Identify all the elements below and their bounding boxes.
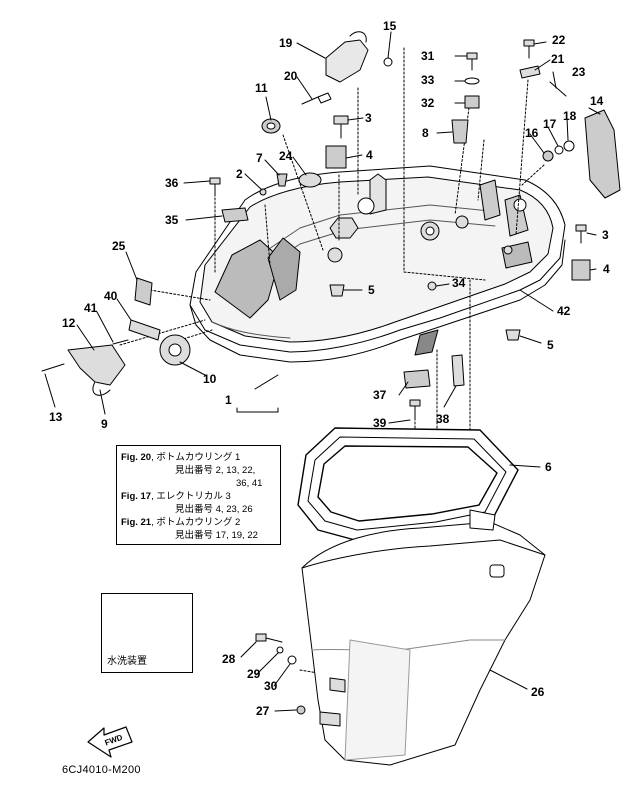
callout-6: 6 <box>545 460 552 474</box>
callout-25: 25 <box>112 239 126 253</box>
callout-23: 23 <box>572 65 586 79</box>
figure-ref-link[interactable]: Fig. 17 <box>121 491 152 502</box>
callout-28: 28 <box>222 652 236 666</box>
callout-3: 3 <box>365 111 372 125</box>
callout-8: 8 <box>422 126 429 140</box>
apron-part <box>301 509 546 766</box>
callout-21: 21 <box>551 52 565 66</box>
figure-ref-link[interactable]: Fig. 20 <box>121 452 152 463</box>
callout-38: 38 <box>436 412 450 426</box>
callout-37: 37 <box>373 388 387 402</box>
callout-33: 33 <box>421 73 435 87</box>
callout-26: 26 <box>531 685 545 699</box>
seal-ring-part <box>297 427 519 541</box>
note-line-6: Fig. 21, ボトムカウリング 2 <box>121 517 241 528</box>
callout-19: 19 <box>279 36 293 50</box>
note-line-1: Fig. 20, ボトムカウリング 1 <box>121 452 241 463</box>
flushing-device-inset: 水洗装置 <box>101 593 193 673</box>
callout-2: 2 <box>236 167 243 181</box>
callout-15: 15 <box>383 19 397 33</box>
callout-5: 5 <box>547 338 554 352</box>
note-line-5: 見出番号 4, 23, 26 <box>175 504 253 515</box>
callout-42: 42 <box>557 304 571 318</box>
callout-41: 41 <box>84 301 98 315</box>
callout-36: 36 <box>165 176 179 190</box>
callout-11: 11 <box>255 81 268 95</box>
callout-3: 3 <box>602 228 609 242</box>
callout-13: 13 <box>49 410 63 424</box>
callout-40: 40 <box>104 289 118 303</box>
callout-4: 4 <box>366 148 373 162</box>
document-id: 6CJ4010-M200 <box>62 764 141 776</box>
bottom-cowling-part <box>189 165 566 363</box>
callout-14: 14 <box>590 94 604 108</box>
note-line-7: 見出番号 17, 19, 22 <box>175 530 258 541</box>
callout-34: 34 <box>452 276 466 290</box>
note-line-2: 見出番号 2, 13, 22, <box>175 465 256 476</box>
callout-39: 39 <box>373 416 387 430</box>
hardware-parts <box>41 31 621 715</box>
callout-22: 22 <box>552 33 566 47</box>
callout-17: 17 <box>543 117 557 131</box>
callout-35: 35 <box>165 213 179 227</box>
figure-ref-link[interactable]: Fig. 21 <box>121 517 152 528</box>
callout-7: 7 <box>256 151 263 165</box>
callout-29: 29 <box>247 667 261 681</box>
leader-lines <box>44 31 601 712</box>
callout-20: 20 <box>284 69 298 83</box>
callout-32: 32 <box>421 96 435 110</box>
callout-24: 24 <box>279 149 293 163</box>
note-line-3: 36, 41 <box>236 478 263 489</box>
callout-12: 12 <box>62 316 76 330</box>
callout-10: 10 <box>203 372 217 386</box>
callout-9: 9 <box>101 417 108 431</box>
callout-31: 31 <box>421 49 435 63</box>
note-line-4: Fig. 17, エレクトリカル 3 <box>121 491 231 502</box>
callout-18: 18 <box>563 109 577 123</box>
callout-30: 30 <box>264 679 278 693</box>
callout-16: 16 <box>525 126 539 140</box>
forward-direction-arrow: FWD <box>87 726 133 758</box>
inset-label: 水洗装置 <box>107 656 147 667</box>
cross-reference-note: Fig. 20, ボトムカウリング 1 見出番号 2, 13, 22, 36, … <box>116 445 281 545</box>
callout-5: 5 <box>368 283 375 297</box>
callout-27: 27 <box>256 704 270 718</box>
callout-1: 1 <box>225 393 232 407</box>
callout-4: 4 <box>603 262 610 276</box>
